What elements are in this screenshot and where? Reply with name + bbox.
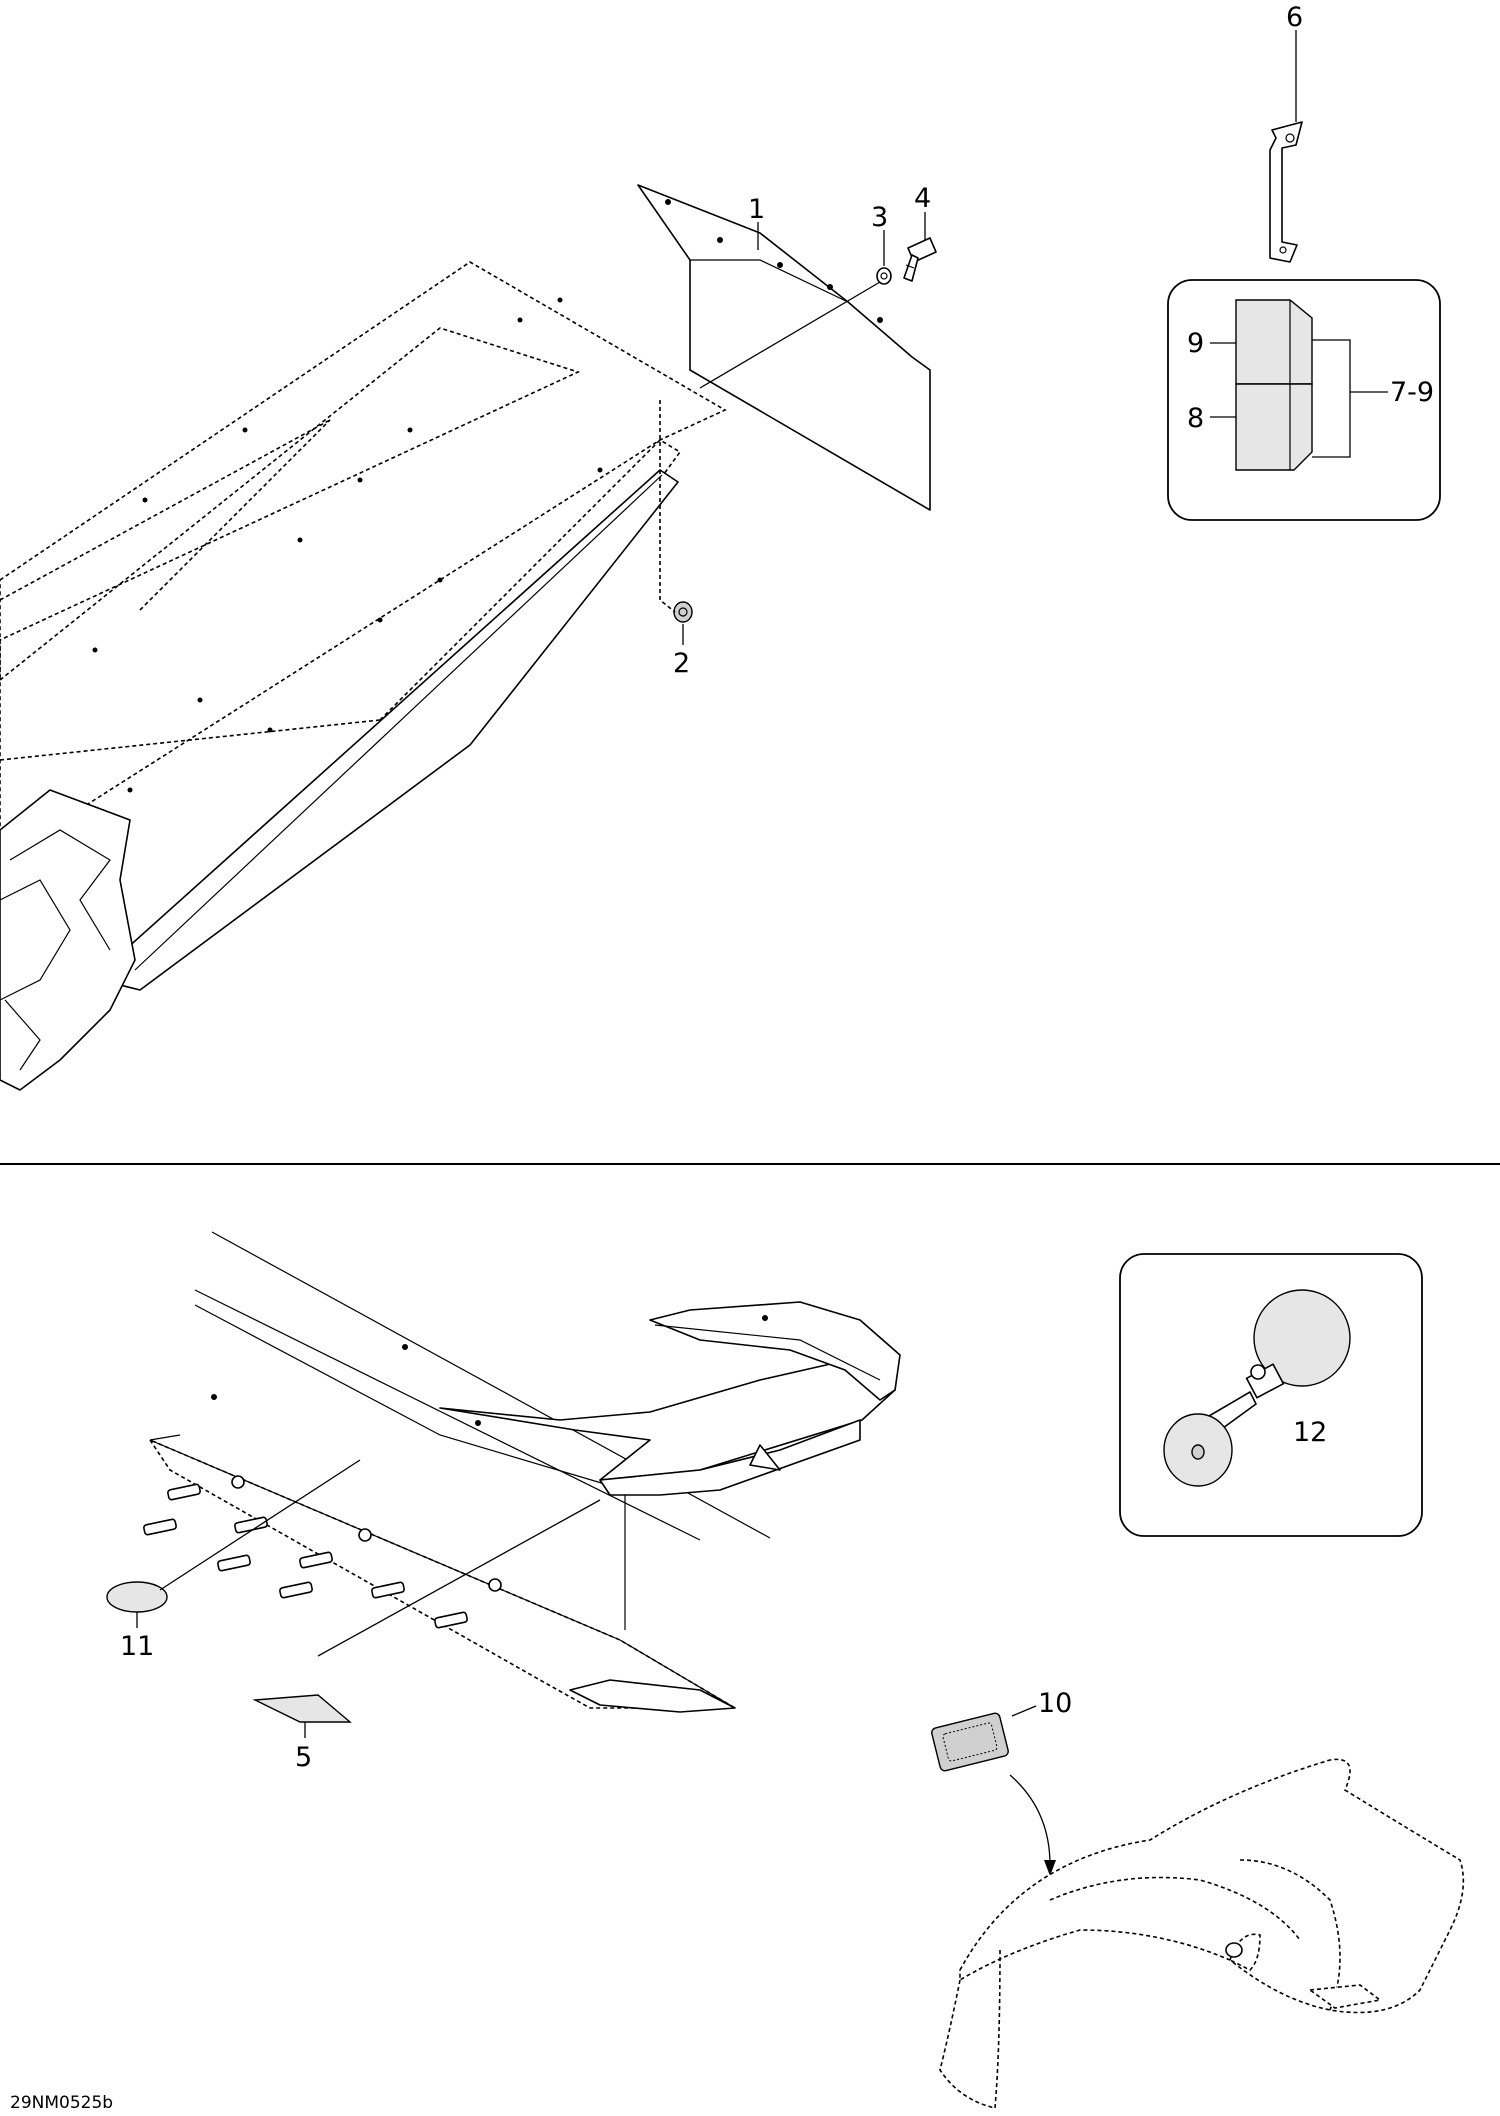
callout-7-9: 7-9 [1390, 377, 1434, 408]
screw-icon [903, 237, 937, 282]
callout-11: 11 [120, 1631, 154, 1662]
decal-icon [106, 1581, 168, 1613]
callout-3: 3 [871, 202, 888, 233]
callout-4: 4 [914, 183, 931, 214]
drawing-code: 29NM0525b [10, 2093, 113, 2113]
tunnel-assembly [0, 261, 727, 1091]
decal-10-icon [931, 1712, 1009, 1772]
decal-triangle-icon [252, 1694, 352, 1723]
washer-icon [876, 267, 892, 285]
callout-10: 10 [1038, 1688, 1072, 1719]
arrow-icon [1044, 1860, 1056, 1876]
cell-icon [1235, 299, 1313, 471]
nut-icon [673, 601, 693, 623]
callout-2: 2 [673, 648, 690, 679]
snowflap-icon [637, 184, 931, 511]
inset-horn [1119, 1253, 1423, 1537]
bracket-icon [1269, 121, 1303, 263]
callout-1: 1 [748, 194, 765, 225]
callout-9: 9 [1187, 328, 1204, 359]
callout-12: 12 [1293, 1417, 1327, 1448]
callout-5: 5 [295, 1742, 312, 1773]
callout-8: 8 [1187, 403, 1204, 434]
rear-bumper-icon [143, 1231, 901, 1713]
fender-icon [939, 1758, 1465, 2109]
horn-icon [1163, 1289, 1351, 1487]
callout-6: 6 [1286, 2, 1303, 33]
